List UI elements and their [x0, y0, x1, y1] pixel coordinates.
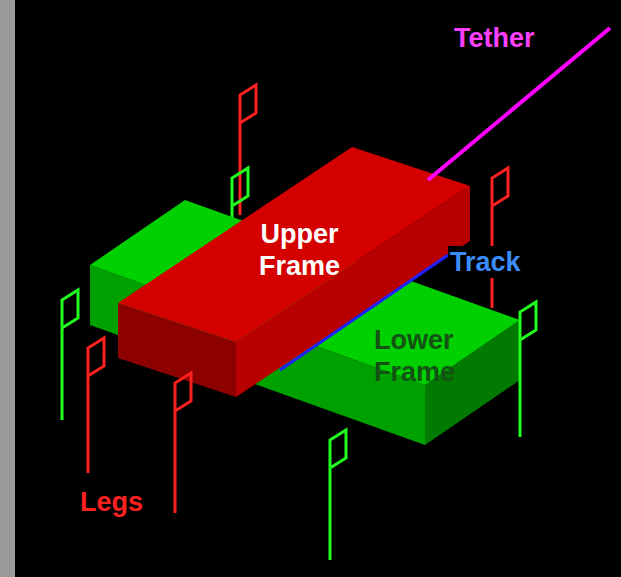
part-label: Upper Frame: [235, 218, 364, 282]
front-legs: [62, 290, 536, 560]
leg: [492, 168, 508, 308]
leg: [520, 302, 536, 437]
leg: [175, 373, 191, 513]
leg: [62, 290, 78, 420]
edge-strip: [0, 0, 15, 577]
part-label: Track: [448, 246, 552, 278]
part-label: Tether: [452, 22, 586, 54]
leg: [88, 338, 104, 473]
part-label: Lower Frame: [372, 324, 501, 388]
leg: [330, 430, 346, 560]
part-label: Legs: [78, 486, 172, 518]
upper-frame-top: [118, 147, 470, 342]
